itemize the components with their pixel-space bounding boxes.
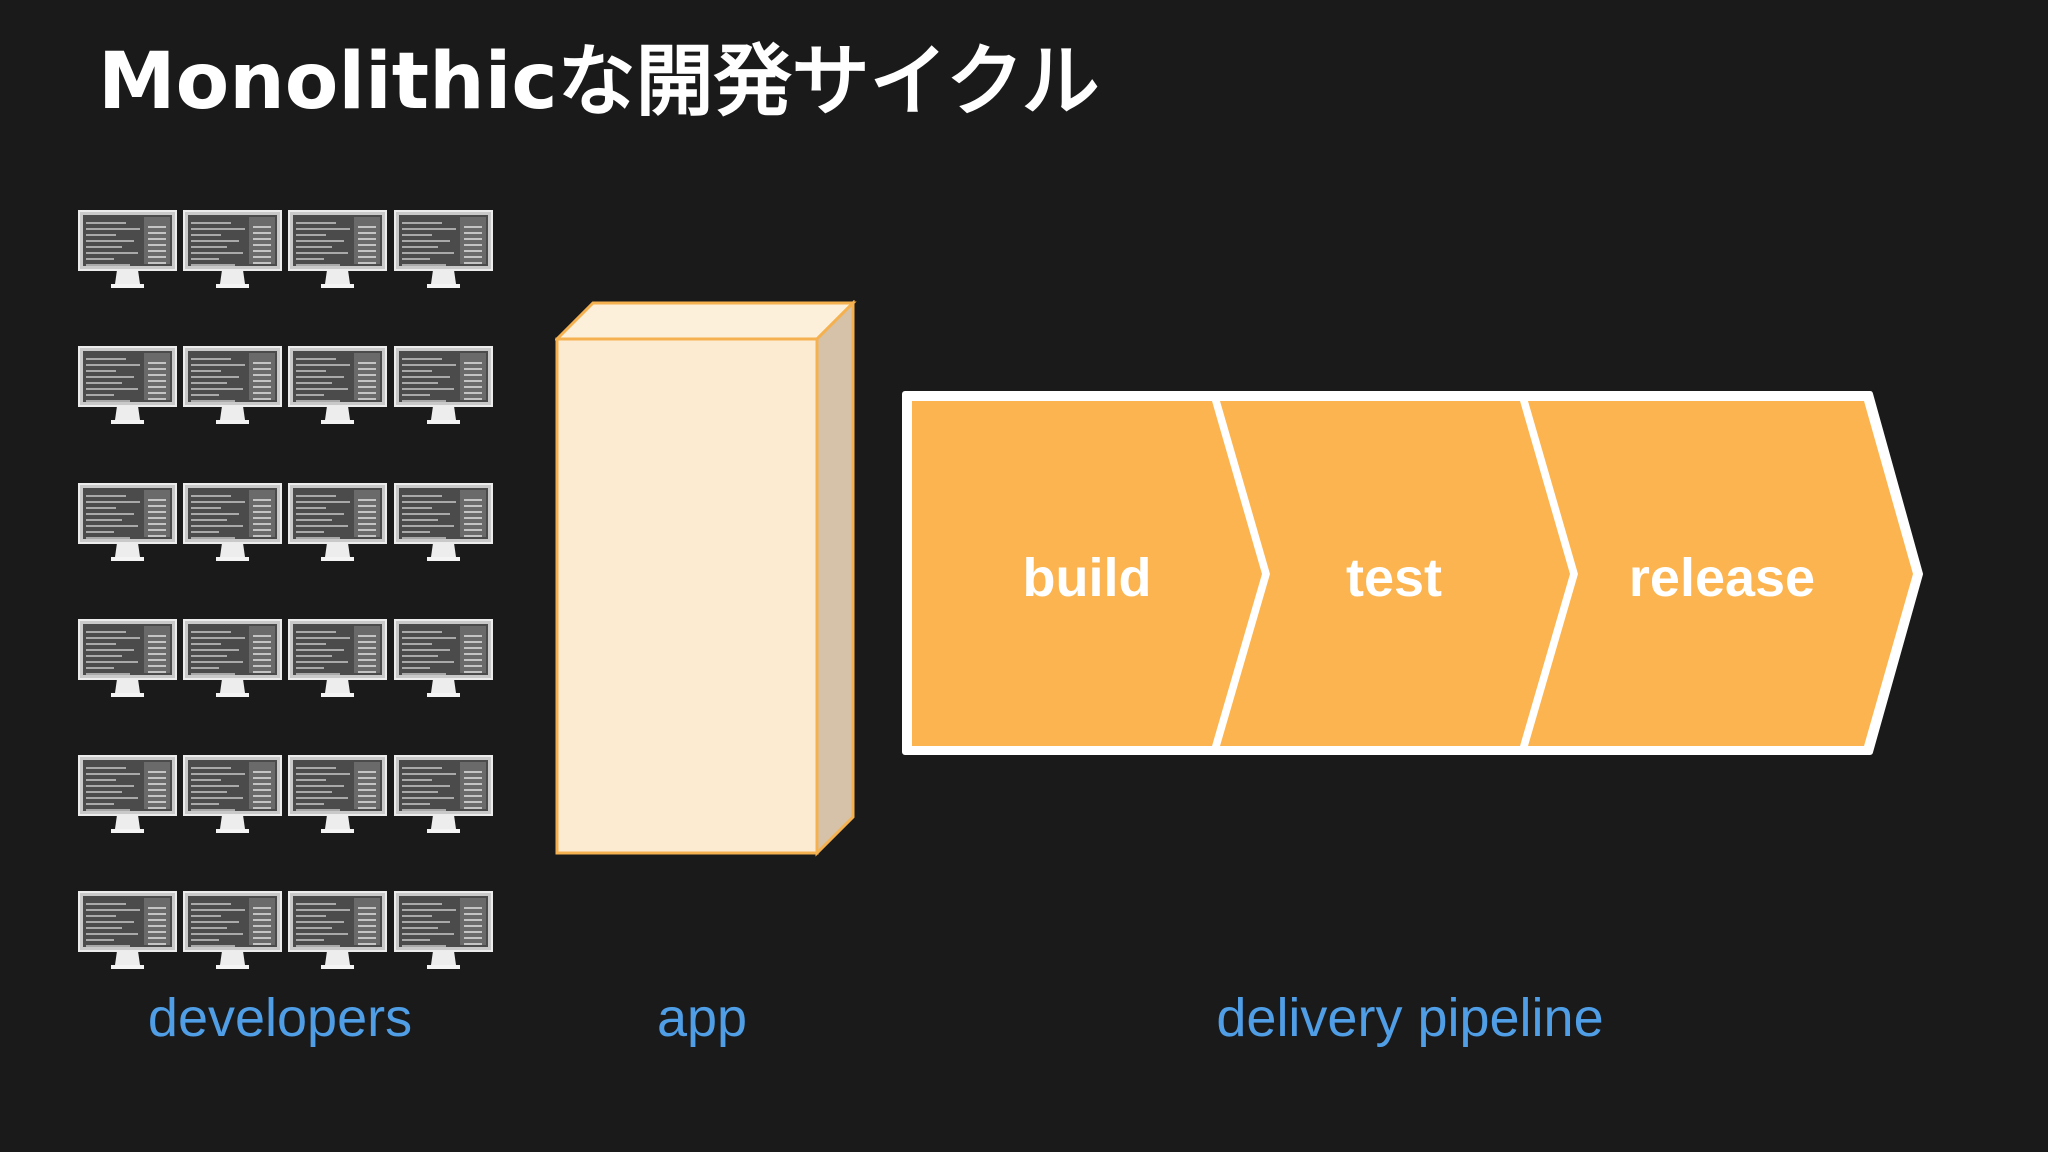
developer-monitor-icon [183, 619, 282, 699]
developer-monitor-icon [183, 891, 282, 971]
delivery-pipeline-caption: delivery pipeline [1216, 988, 1604, 1048]
developer-monitor-icon [288, 891, 387, 971]
developer-monitor-icon [288, 483, 387, 563]
developer-monitor-icon [394, 891, 493, 971]
developer-monitor-icon [183, 346, 282, 426]
app-box [555, 300, 857, 857]
developers-caption: developers [147, 988, 413, 1048]
developer-monitor-icon [183, 483, 282, 563]
developer-monitor-icon [78, 210, 177, 290]
pipeline-stage-test [1220, 401, 1570, 746]
developer-monitor-grid [78, 210, 502, 980]
developer-monitor-icon [78, 755, 177, 835]
developer-monitor-icon [78, 619, 177, 699]
stage-label-release: release [1628, 548, 1816, 608]
developer-monitor-icon [394, 483, 493, 563]
delivery-pipeline: build test release [902, 390, 1926, 766]
stage-label-test: test [1345, 548, 1443, 608]
developer-monitor-icon [394, 210, 493, 290]
developer-monitor-icon [288, 755, 387, 835]
pipeline-stage-build [912, 401, 1262, 746]
developer-monitor-icon [78, 346, 177, 426]
developer-monitor-icon [394, 619, 493, 699]
developer-monitor-icon [394, 346, 493, 426]
slide-title: Monolithicな開発サイクル [98, 37, 1100, 127]
stage-label-build: build [1022, 548, 1152, 608]
developer-monitor-icon [288, 210, 387, 290]
developer-monitor-icon [183, 755, 282, 835]
developer-monitor-icon [288, 346, 387, 426]
app-box-top-face [555, 301, 857, 341]
pipeline-stage-release [1528, 401, 1913, 746]
developer-monitor-icon [78, 891, 177, 971]
pipeline-shape [902, 391, 1923, 755]
app-box-front-face [555, 337, 819, 855]
app-box-side-face [815, 300, 855, 857]
developer-monitor-icon [78, 483, 177, 563]
developer-monitor-icon [288, 619, 387, 699]
developer-monitor-icon [183, 210, 282, 290]
app-caption: app [656, 988, 748, 1048]
developer-monitor-icon [394, 755, 493, 835]
